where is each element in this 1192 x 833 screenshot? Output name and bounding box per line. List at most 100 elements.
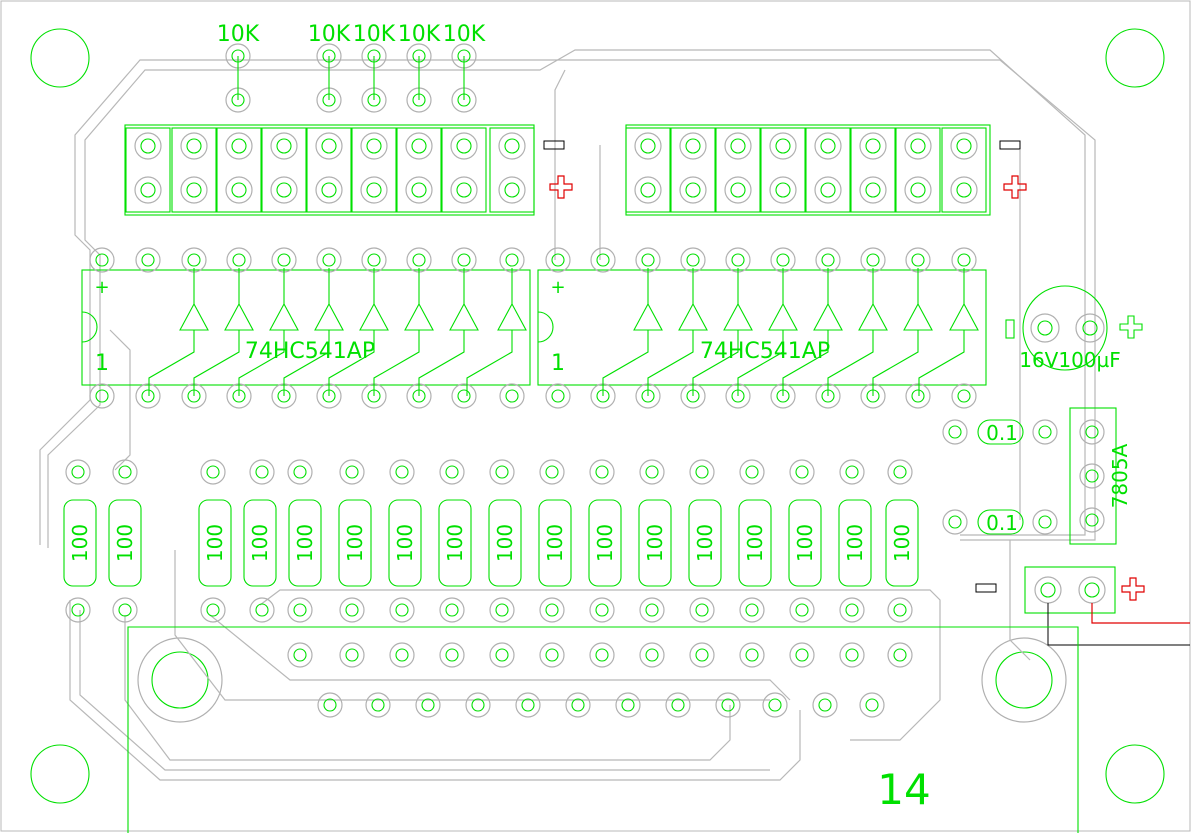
resistor-pad [287,459,313,485]
header-pin [950,176,978,204]
header-pin [904,132,932,160]
resistor-label-100: 100 [203,524,227,562]
header-pin [769,176,797,204]
ic-lead [647,330,694,396]
resistor-100: 100 [338,499,372,587]
connector-pin [339,642,365,668]
header-pin [634,176,662,204]
ic-lead [238,330,285,396]
resistor-100: 100 [788,499,822,587]
header-pin [405,132,433,160]
top-resistor-array: 10K 10K 10K 10K 10K [217,22,486,113]
connector-pin [365,692,391,718]
ic-lead [602,330,649,396]
resistor-pad [887,459,913,485]
header-pin [679,176,707,204]
buffer-symbol [497,302,527,331]
header-pin [814,132,842,160]
header-pin [450,132,478,160]
resistor-100: 100 [688,499,722,587]
header-pin [769,132,797,160]
ic-left-label: 74HC541AP [245,339,375,364]
resistor-label-100: 100 [68,524,92,562]
connector-pin [287,642,313,668]
header-pin [180,176,208,204]
ic-pin [135,383,161,409]
resistor-label-100: 100 [113,524,137,562]
ic-pin [545,383,571,409]
resistor-label-100: 100 [343,524,367,562]
resistor-pad [589,597,615,623]
resistor-pad [539,597,565,623]
resistor-pad [287,597,313,623]
resistor-pad [839,597,865,623]
resistor-label-100: 100 [443,524,467,562]
resistor-100: 100 [288,499,322,587]
connector-pin [639,642,665,668]
resistor-label-100: 100 [493,524,517,562]
buffer-symbol [858,302,888,331]
header-pin [360,132,388,160]
resistor-pad [639,597,665,623]
resistor-pad [489,597,515,623]
ic-pin [451,383,477,409]
connector-pin [389,642,415,668]
connector-pin [689,642,715,668]
connector-pin [565,692,591,718]
resistor-100: 100 [63,499,97,587]
header-pin [225,176,253,204]
resistor-label-100: 100 [693,524,717,562]
resistor-pad [489,459,515,485]
ic-right-label: 74HC541AP [700,339,830,364]
resistor-100: 100 [198,499,232,587]
connector-pin [589,642,615,668]
ic-lead [782,330,829,396]
header-pin [270,132,298,160]
header-pin [950,132,978,160]
resistor-pad [112,459,138,485]
ic-lead [418,330,465,396]
resistor-pad [589,459,615,485]
connector-pin [489,642,515,668]
resistor-100: 100 [243,499,277,587]
connector-pin [465,692,491,718]
header-pin [498,176,526,204]
regulator-label: 7805A [1108,443,1132,508]
connector-pin [615,692,641,718]
resistor-pad [200,597,226,623]
resistor-100: 100 [108,499,142,587]
resistor-100: 100 [638,499,672,587]
header-pin [724,176,752,204]
resistor-100: 100 [388,499,422,587]
header-pin [134,176,162,204]
ic-left-pin1: 1 [95,351,109,376]
capacitor-label: 16V100µF [1019,348,1121,372]
resistor-100: 100 [538,499,572,587]
ic-lead [193,330,240,396]
resistor-label-100: 100 [593,524,617,562]
ic-lead [692,330,739,396]
header-pin [134,132,162,160]
header-pin [405,176,433,204]
resistor-label-10k-1: 10K [217,22,260,47]
ic-lead [737,330,784,396]
buffer-symbol [179,302,209,331]
ic-right: + 1 74HC541AP [537,269,987,386]
resistor-label-100: 100 [643,524,667,562]
resistor-pad [839,459,865,485]
resistor-pad [389,597,415,623]
small-cap-label-1: 0.1 [986,421,1018,445]
buffer-symbol [633,302,663,331]
resistor-label-10k-3: 10K [353,22,396,47]
ic-left: + 1 74HC541AP [81,269,531,386]
buffer-symbol [768,302,798,331]
resistor-100: 100 [838,499,872,587]
ic-lead [918,330,965,396]
ic-pin [89,383,115,409]
mounting-holes [30,28,1165,804]
resistor-pad [112,597,138,623]
resistor-label-100: 100 [890,524,914,562]
connector-pin [812,692,838,718]
resistor-label-10k-5: 10K [443,22,486,47]
